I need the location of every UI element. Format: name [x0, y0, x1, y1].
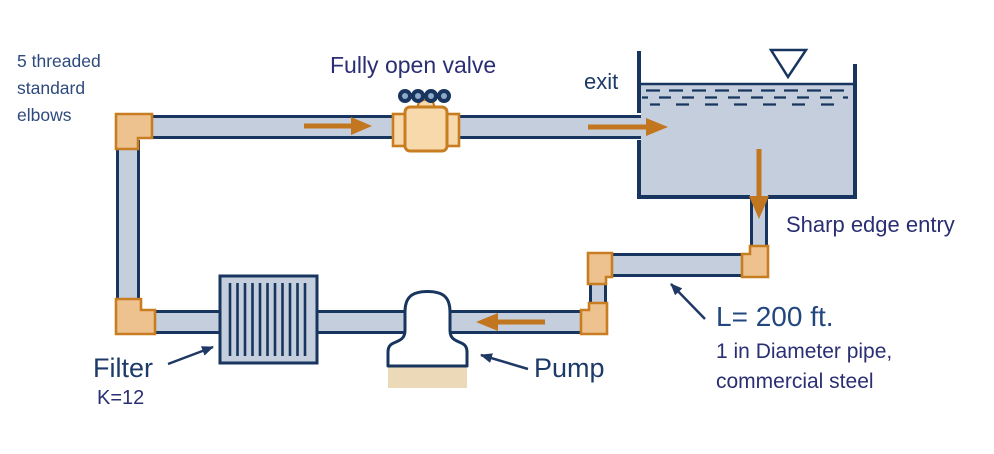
elbow-fitting-bottom-left — [114, 297, 157, 336]
elbow-fitting-mid-lower — [579, 301, 609, 336]
flow-arrow-left-bottom — [476, 313, 545, 331]
pump-symbol — [386, 290, 469, 388]
elbow-fittings — [114, 112, 770, 336]
mid-horizontal-pipe — [610, 253, 746, 277]
pump-base — [388, 367, 467, 388]
pump-housing — [386, 290, 469, 368]
exit-label: exit — [584, 69, 619, 94]
filter-symbol — [218, 274, 319, 365]
annotation-arrows — [167, 283, 706, 371]
elbows-note-label: 5 threaded standard elbows — [17, 51, 101, 125]
pump-label: Pump — [534, 353, 605, 383]
pipe-spec-line2-label: commercial steel — [716, 370, 874, 393]
flow-arrow-down-tank-outlet — [749, 149, 769, 219]
filter-label: Filter — [93, 353, 153, 383]
pipe-length-label: L= 200 ft. — [716, 301, 834, 332]
filter-k-label: K=12 — [97, 387, 145, 409]
valve-body — [403, 105, 449, 153]
elbow-fitting-tank-drain — [740, 244, 770, 279]
flow-arrow-right-top-left — [304, 117, 372, 135]
elbow-fitting-mid-upper — [586, 251, 614, 286]
pipe-spec-line1-label: 1 in Diameter pipe, — [716, 340, 893, 363]
pump-pointer-arrow — [480, 353, 529, 371]
free-surface-marker-icon — [768, 48, 809, 80]
valve-handwheel-icon — [398, 89, 451, 103]
flow-arrow-right-tank-inlet — [588, 118, 668, 136]
flow-arrows — [304, 117, 769, 331]
left-vertical-pipe — [116, 140, 140, 302]
pipe-length-pointer-arrow — [670, 283, 706, 320]
reservoir-tank — [637, 48, 857, 199]
top-pipe — [138, 115, 641, 139]
tank-drain-pipe — [750, 198, 768, 248]
tank-water-fill — [641, 85, 853, 197]
sharp-edge-entry-label: Sharp edge entry — [786, 212, 955, 237]
gate-valve-icon — [391, 89, 461, 153]
elbow-fitting-top-left — [114, 112, 154, 151]
filter-pointer-arrow — [167, 345, 214, 366]
valve-label: Fully open valve — [330, 52, 497, 78]
